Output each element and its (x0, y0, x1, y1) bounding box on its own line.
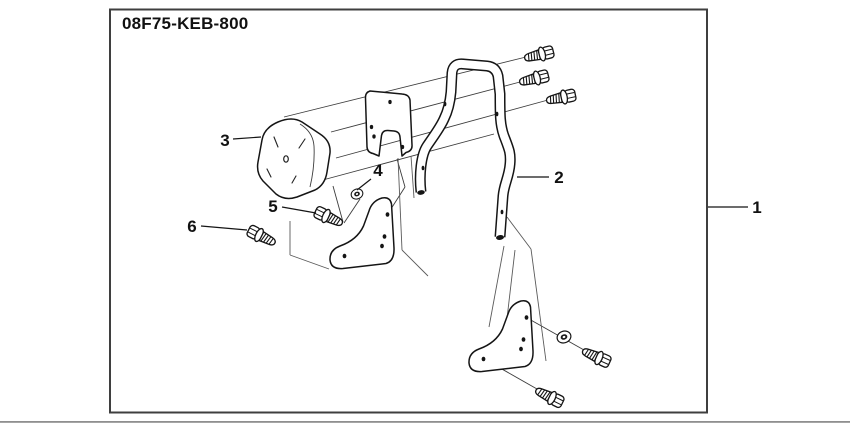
page-separator-line (0, 421, 850, 423)
callout-5: 5 (268, 197, 277, 216)
diagram-frame (109, 8, 708, 414)
pipe-end-cap (496, 235, 504, 240)
callout-1: 1 (752, 198, 761, 217)
backrest-pad (256, 118, 331, 200)
callout-6: 6 (187, 217, 196, 236)
pad-button (283, 155, 289, 163)
left-mount-bracket (329, 197, 395, 270)
callout-4: 4 (373, 161, 383, 180)
reference-outline-lines (289, 155, 547, 362)
part-number-title: 08F75-KEB-800 (122, 14, 248, 33)
callout-3: 3 (220, 131, 229, 150)
sissy-bar-pipe (414, 58, 516, 240)
callout-2: 2 (554, 168, 563, 187)
callout-leader-lines (200, 136, 748, 231)
pipe-end-cap (417, 190, 425, 195)
right-mount-bracket (468, 300, 534, 373)
upper-mount-plate (364, 90, 413, 157)
